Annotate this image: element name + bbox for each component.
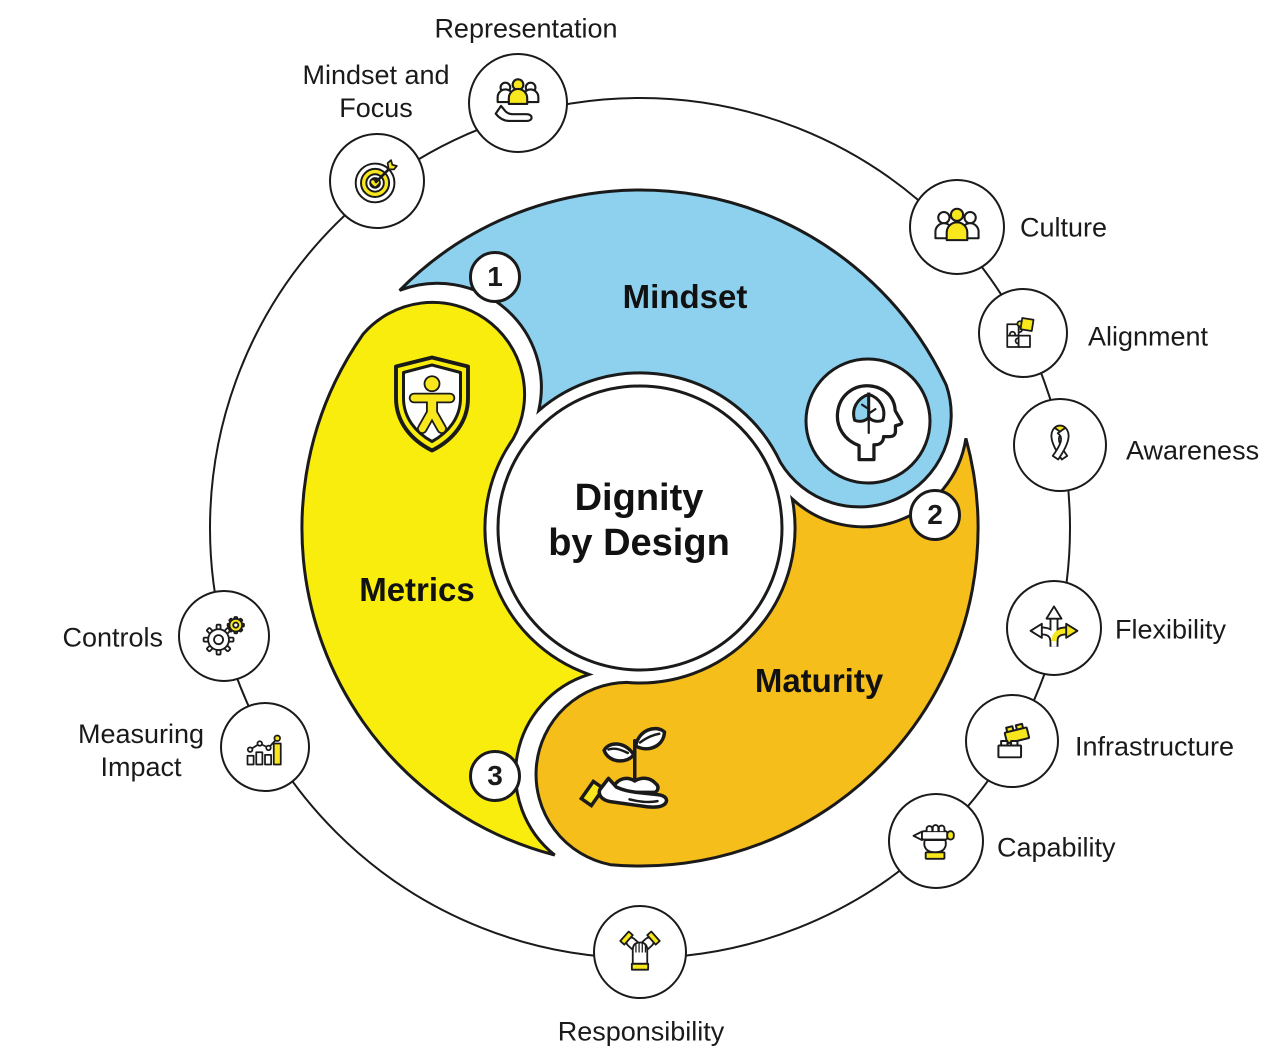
node-controls (178, 590, 270, 682)
segment-metrics (300, 300, 594, 857)
badge-1: 1 (469, 251, 521, 303)
label-infrastructure: Infrastructure (1075, 731, 1235, 762)
label-capability: Capability (997, 832, 1116, 863)
label-awareness: Awareness (1126, 435, 1260, 466)
center-circle (496, 384, 784, 672)
node-flexibility (1006, 580, 1102, 676)
bar-chart-trend-icon (246, 734, 282, 766)
diagram-title-line2: by Design (548, 522, 730, 564)
node-alignment (978, 288, 1068, 378)
segment-label-metrics: Metrics (359, 571, 475, 608)
label-mindset-and-focus: Mindset and Focus (302, 60, 450, 123)
node-capability (888, 793, 984, 889)
node-measuring-impact (220, 702, 310, 792)
building-blocks-icon (997, 722, 1031, 759)
label-measuring-impact: Measuring Impact (77, 719, 205, 782)
node-awareness (1013, 398, 1107, 492)
segment-label-maturity: Maturity (754, 662, 884, 699)
target-heart-icon (354, 159, 398, 204)
head-with-leaf-icon (835, 384, 904, 462)
accessibility-shield-icon (394, 355, 470, 453)
accessibility-person (408, 375, 456, 434)
puzzle-pieces-icon (1006, 317, 1035, 348)
node-representation (468, 53, 568, 153)
label-controls: Controls (62, 622, 163, 653)
badge-2: 2 (909, 489, 961, 541)
label-responsibility: Responsibility (557, 1016, 725, 1047)
badge-3: 3 (469, 750, 521, 802)
people-group-icon (934, 207, 980, 242)
fist-holding-pencil-icon (912, 824, 955, 860)
node-culture (909, 179, 1005, 275)
diagram-title: Dignity by Design (548, 476, 730, 566)
badge-3-number: 3 (487, 760, 503, 791)
node-responsibility (593, 905, 687, 999)
node-infrastructure (965, 694, 1059, 788)
label-culture: Culture (1020, 212, 1108, 243)
node-mindset-and-focus (329, 133, 425, 229)
gears-icon (202, 616, 245, 656)
branching-arrows-icon (1029, 605, 1079, 647)
badge-2-number: 2 (927, 499, 943, 530)
hands-together-icon (619, 930, 661, 971)
segment-label-mindset: Mindset (622, 278, 748, 315)
label-flexibility: Flexibility (1115, 614, 1227, 645)
badge-1-number: 1 (487, 261, 503, 292)
label-alignment: Alignment (1088, 321, 1209, 352)
hand-presenting-people-icon (494, 78, 540, 122)
diagram-title-line1: Dignity (574, 477, 704, 519)
cuff (578, 778, 606, 809)
awareness-ribbon-icon (1050, 424, 1070, 461)
segment-maturity (534, 438, 980, 868)
hand-with-seedling-icon (578, 726, 669, 809)
label-representation: Representation (434, 13, 618, 44)
